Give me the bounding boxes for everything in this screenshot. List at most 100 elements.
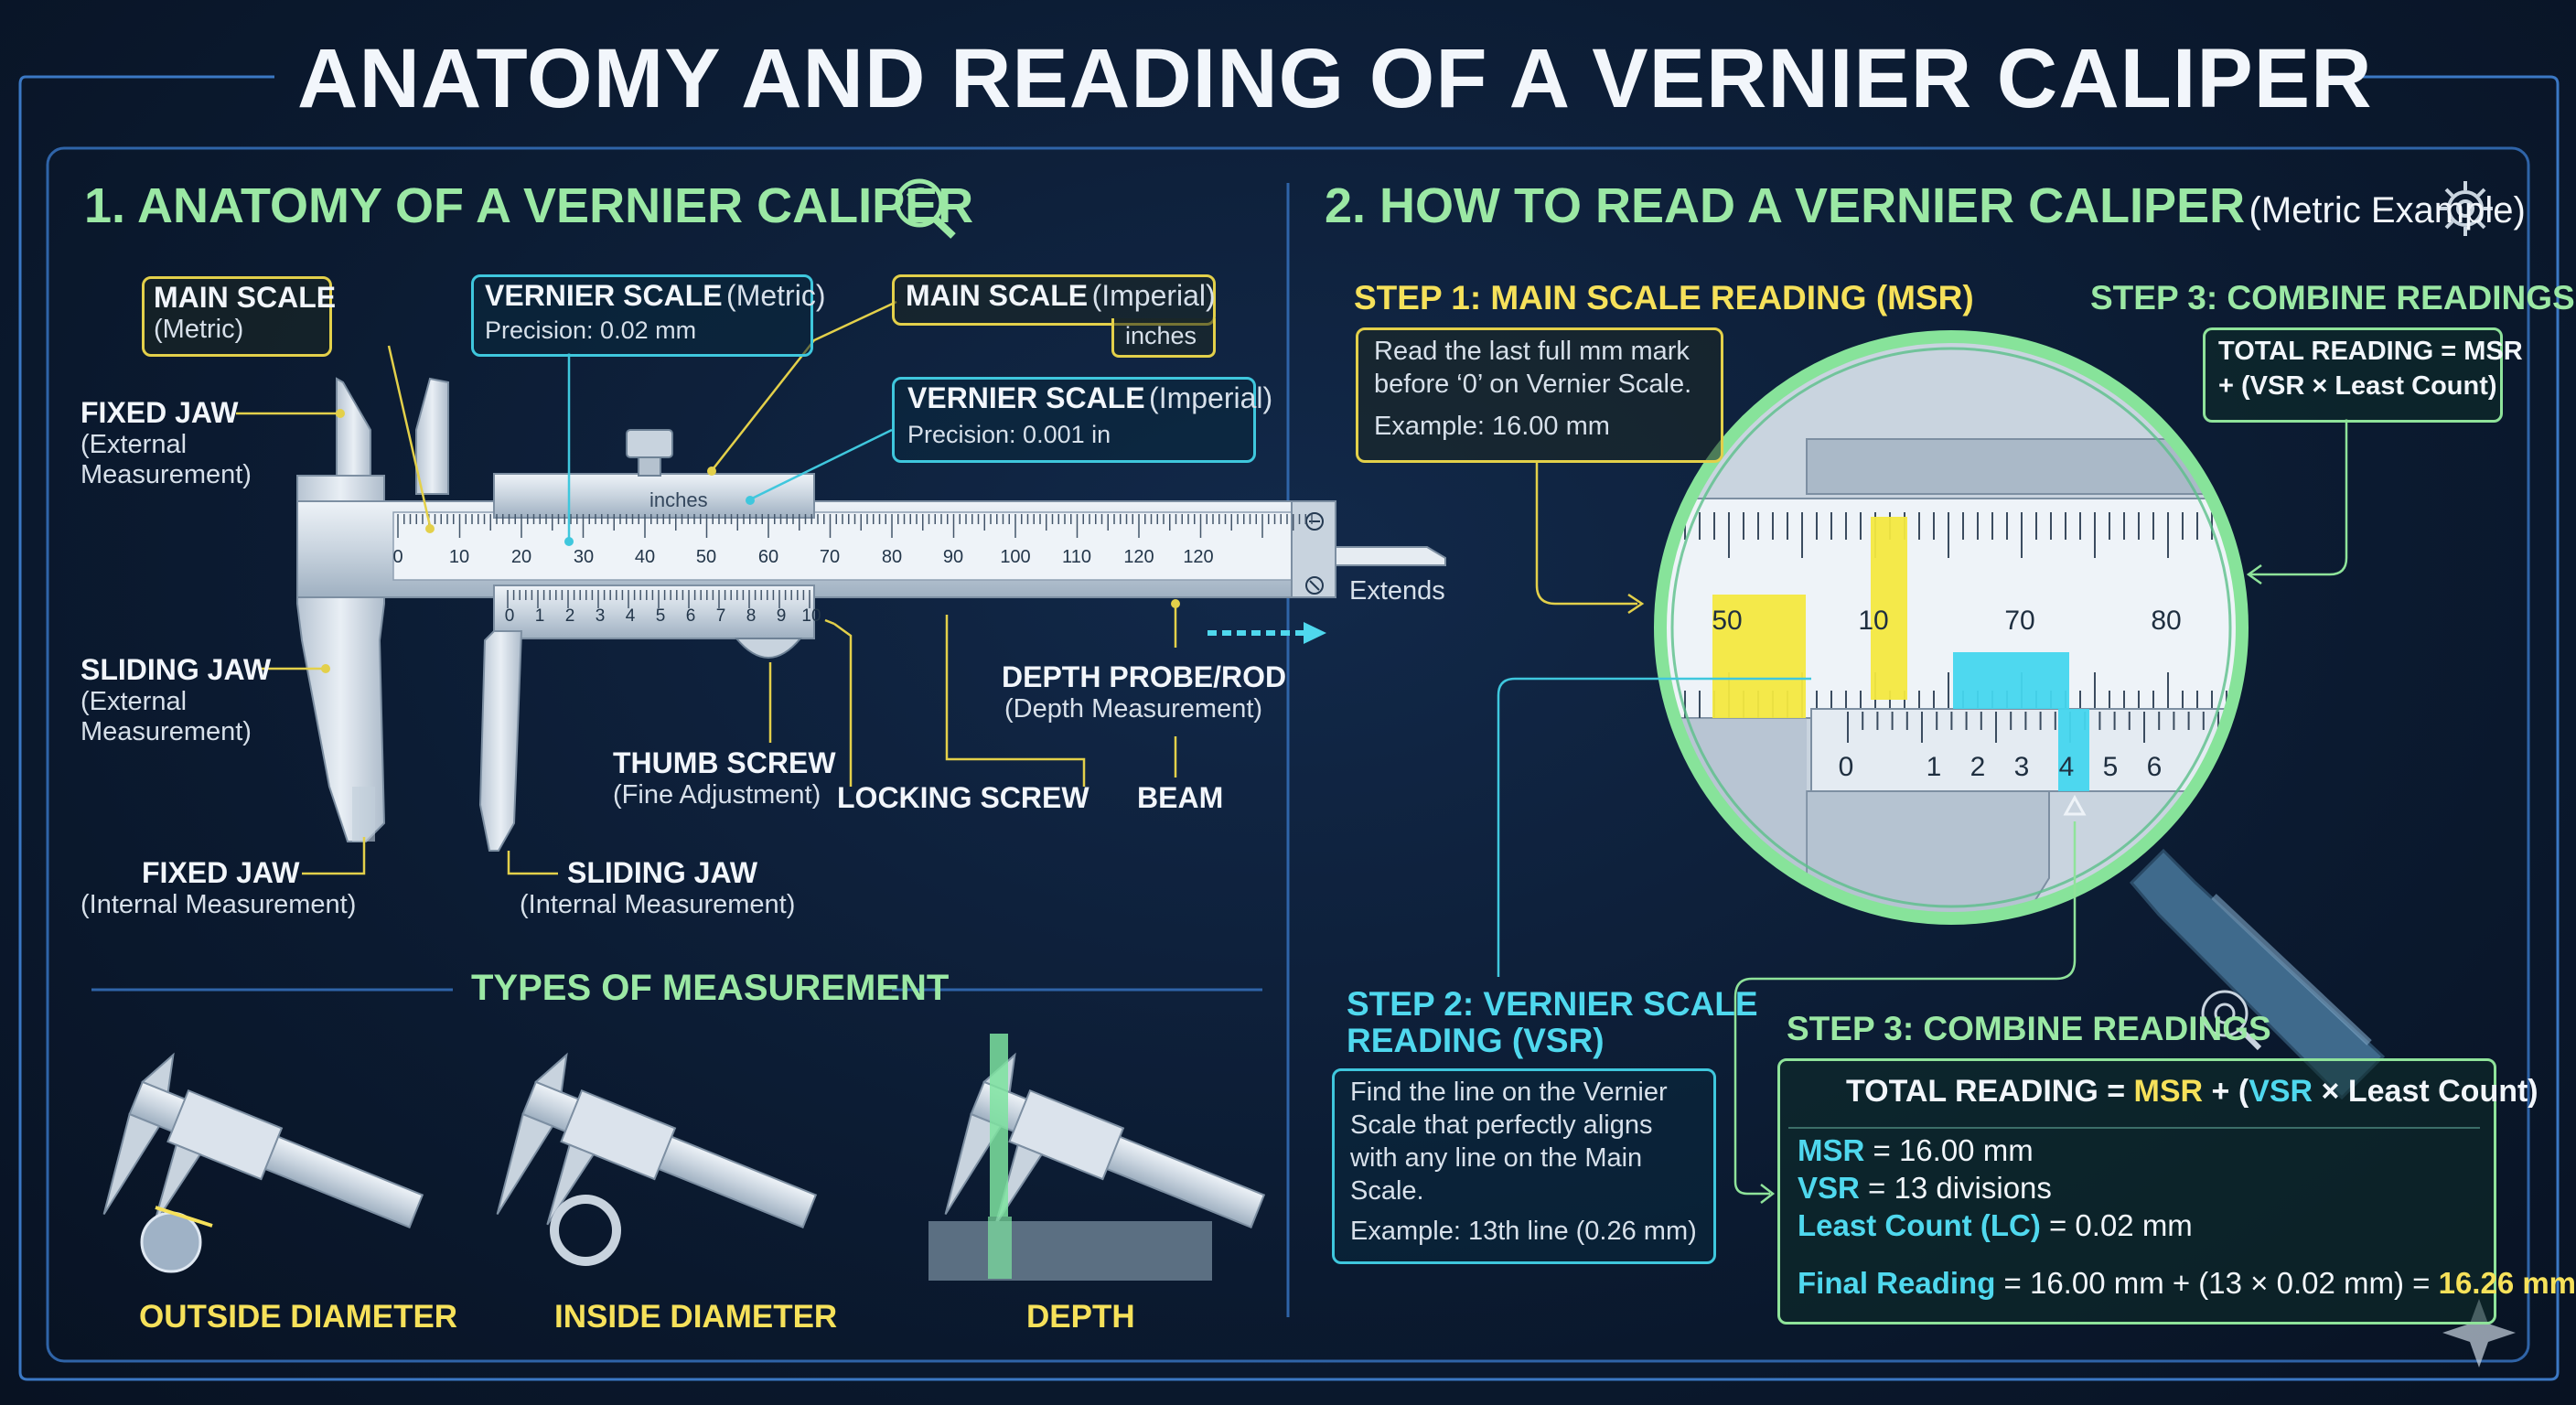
formula-plus: + ( xyxy=(2203,1074,2249,1109)
gear-magnifier-icon xyxy=(2201,990,2262,1051)
leader-lines xyxy=(236,300,1180,875)
type-outside-diameter: OUTSIDE DIAMETER xyxy=(139,1299,458,1335)
scale-number: 3 xyxy=(595,606,606,626)
scale-number: 3 xyxy=(2013,752,2030,782)
scale-number: 90 xyxy=(942,547,964,567)
scale-number: 80 xyxy=(2151,606,2182,636)
section2-title-row: 2. HOW TO READ A VERNIER CALIPER (Metric… xyxy=(1325,178,2526,233)
sparkle-icon xyxy=(2442,1299,2516,1367)
scale-number: 60 xyxy=(757,547,779,567)
step3-final-row: Final Reading = 16.00 mm + (13 × 0.02 mm… xyxy=(1798,1266,2576,1301)
scale-number: 6 xyxy=(685,606,696,626)
depth-probe-sub: (Depth Measurement) xyxy=(1004,694,1263,724)
formula-total: TOTAL READING = xyxy=(1846,1074,2134,1109)
step3-lc-row: Least Count (LC) = 0.02 mm xyxy=(1798,1208,2193,1243)
step2-line4: Scale. xyxy=(1350,1176,1424,1206)
vsr-key: VSR xyxy=(1798,1171,1860,1205)
fixed-jaw-external-sub1: (External xyxy=(80,430,188,459)
scale-number: 5 xyxy=(2102,752,2119,782)
step2-line2: Scale that perfectly aligns xyxy=(1350,1110,1653,1140)
scale-number: 4 xyxy=(2058,752,2075,782)
step3-title: STEP 3: COMBINE READINGS xyxy=(1787,1010,2271,1047)
main-scale-imperial-tag: (Imperial) xyxy=(1091,279,1216,312)
scale-number: 50 xyxy=(1712,606,1743,636)
scale-number: 30 xyxy=(573,547,595,567)
final-key: Final Reading xyxy=(1798,1266,1996,1300)
lc-value: = 0.02 mm xyxy=(2040,1208,2193,1242)
locking-screw-title: LOCKING SCREW xyxy=(837,781,1089,814)
measurement-type-icons xyxy=(102,1034,1266,1281)
scale-number: 9 xyxy=(776,606,787,626)
step3-divider xyxy=(1788,1127,2480,1129)
scale-number: 6 xyxy=(2146,752,2163,782)
vernier-metric-box xyxy=(471,274,813,357)
scale-number: 120 xyxy=(1123,547,1154,567)
scale-number: 70 xyxy=(819,547,841,567)
scale-number: 5 xyxy=(655,606,666,626)
scale-number: 4 xyxy=(625,606,636,626)
right-leader-lines xyxy=(1497,419,2348,1204)
type-inside-diameter: INSIDE DIAMETER xyxy=(554,1299,838,1335)
gear-icon xyxy=(2438,181,2493,236)
vsr-value: = 13 divisions xyxy=(1859,1171,2052,1205)
inner-frame xyxy=(46,146,2530,1363)
vernier-metric-label: VERNIER SCALE (Metric) xyxy=(485,279,826,313)
sliding-jaw-external-sub1: (External xyxy=(80,687,188,716)
step2-title2: READING (VSR) xyxy=(1347,1022,1605,1059)
vernier-metric-precision: Precision: 0.02 mm xyxy=(485,316,697,344)
scale-number: 10 xyxy=(1858,606,1889,636)
page-title: ANATOMY AND READING OF A VERNIER CALIPER xyxy=(297,32,2373,125)
scale-number: 10 xyxy=(801,606,821,626)
scale-number: 2 xyxy=(1970,752,1986,782)
step1-box xyxy=(1356,327,1723,463)
scale-number: 1 xyxy=(1926,752,1942,782)
vernier-metric-tag: (Metric) xyxy=(726,279,826,312)
vernier-imperial-tag: (Imperial) xyxy=(1149,381,1273,414)
main-scale-metric-sub: (Metric) xyxy=(154,315,244,344)
section2-title-suffix: (Metric Example) xyxy=(2249,190,2526,231)
step1-title: STEP 1: MAIN SCALE READING (MSR) xyxy=(1354,279,1974,316)
main-scale-metric-box xyxy=(142,276,332,357)
vernier-imperial-precision: Precision: 0.001 in xyxy=(907,421,1111,448)
vernier-imperial-box xyxy=(892,377,1256,463)
vernier-imperial-label: VERNIER SCALE (Imperial) xyxy=(907,381,1273,415)
step1-line1: Read the last full mm mark xyxy=(1374,337,1690,366)
depth-probe-title: DEPTH PROBE/ROD xyxy=(1002,660,1287,693)
step3-top-line2: + (VSR × Least Count) xyxy=(2218,371,2497,401)
step3-box xyxy=(1777,1058,2496,1325)
section1-title: 1. ANATOMY OF A VERNIER CALIPER xyxy=(84,178,974,233)
final-result: 16.26 mm xyxy=(2438,1266,2576,1300)
formula-vsr: VSR xyxy=(2249,1074,2313,1109)
extends-label: Extends xyxy=(1349,576,1445,606)
step3-vsr-row: VSR = 13 divisions xyxy=(1798,1171,2052,1206)
scale-number: 120 xyxy=(1183,547,1214,567)
scale-number: 0 xyxy=(1838,752,1854,782)
scale-number: 40 xyxy=(634,547,656,567)
sliding-jaw-external-sub2: Measurement) xyxy=(80,717,252,746)
scale-number: 10 xyxy=(448,547,470,567)
thumb-screw-sub: (Fine Adjustment) xyxy=(613,780,821,810)
scale-number: 80 xyxy=(881,547,903,567)
section2-title: 2. HOW TO READ A VERNIER CALIPER xyxy=(1325,178,2246,233)
scale-number: 0 xyxy=(504,606,515,626)
depth-rod xyxy=(1335,546,1446,566)
scale-number: 7 xyxy=(715,606,726,626)
main-scale-metric-title: MAIN SCALE xyxy=(154,281,337,314)
step3-top-box xyxy=(2203,327,2503,423)
caliper-illustration xyxy=(296,377,1446,852)
scale-number: 50 xyxy=(695,547,717,567)
thumb-screw-title: THUMB SCREW xyxy=(613,746,836,779)
scale-number: 0 xyxy=(392,547,403,567)
scale-number: 100 xyxy=(1000,547,1031,567)
step3-top-line1: TOTAL READING = MSR xyxy=(2218,337,2523,366)
vernier-metric-title: VERNIER SCALE xyxy=(485,279,723,312)
step3-msr-row: MSR = 16.00 mm xyxy=(1798,1133,2034,1168)
step2-line3: with any line on the Main xyxy=(1350,1143,1643,1173)
formula-rest: × Least Count) xyxy=(2313,1074,2538,1109)
types-title: TYPES OF MEASUREMENT xyxy=(471,968,950,1008)
type-depth: DEPTH xyxy=(1026,1299,1135,1335)
scale-number: 8 xyxy=(746,606,757,626)
search-icon xyxy=(895,178,956,239)
outer-frame xyxy=(18,75,2560,1381)
msr-value: = 16.00 mm xyxy=(1864,1133,2034,1167)
